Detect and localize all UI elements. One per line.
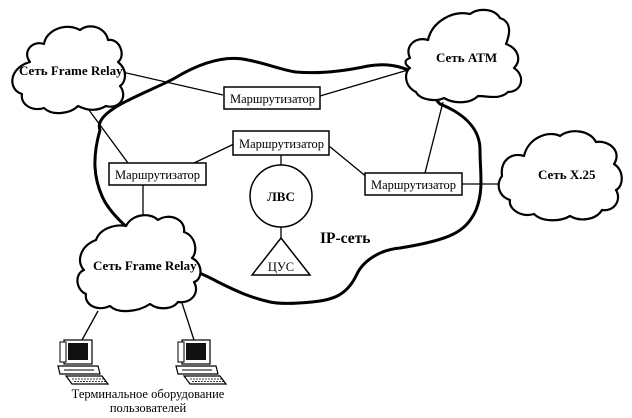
router-top-label: Маршрутизатор (230, 92, 315, 106)
terminal-1 (57, 339, 110, 385)
link-router-top-to-atm (319, 69, 409, 97)
cloud-frame-relay-top: Сеть Frame Relay (11, 25, 127, 115)
lan-node: ЛВС (249, 164, 313, 228)
cloud-frame-relay-bottom: Сеть Frame Relay (76, 214, 202, 313)
terminal-2 (175, 339, 228, 385)
terminals-caption-line2: пользователей (110, 401, 187, 415)
links (81, 69, 502, 341)
link-router-center-to-router-right (328, 145, 369, 179)
computer-icon (175, 339, 228, 385)
router-right-label: Маршрутизатор (371, 178, 456, 192)
router-center-label: Маршрутизатор (239, 137, 324, 151)
cloud-atm-label: Сеть ATM (436, 50, 497, 65)
link-fr-bottom-to-terminal-2 (181, 302, 195, 341)
link-router-left-to-router-center (193, 143, 235, 164)
cloud-frame-relay-bottom-label: Сеть Frame Relay (93, 258, 197, 273)
router-top: Маршрутизатор (223, 86, 321, 110)
cloud-atm: Сеть ATM (404, 8, 523, 104)
lan-label: ЛВС (267, 189, 295, 204)
router-right: Маршрутизатор (364, 172, 463, 196)
cloud-x25: Сеть X.25 (497, 130, 623, 222)
link-fr-top-to-router-left (85, 105, 129, 164)
cloud-frame-relay-top-label: Сеть Frame Relay (19, 63, 123, 78)
cloud-x25-label: Сеть X.25 (538, 167, 596, 182)
link-fr-bottom-to-terminal-1 (81, 310, 99, 341)
link-atm-to-router-right (424, 101, 444, 174)
router-left-label: Маршрутизатор (115, 168, 200, 182)
terminals-caption-line1: Терминальное оборудование (72, 387, 225, 401)
control-center-label: ЦУС (268, 260, 294, 274)
router-left: Маршрутизатор (108, 162, 207, 186)
control-center-node: ЦУС (250, 236, 312, 276)
ip-network-label: IP-сеть (320, 230, 370, 247)
link-fr-top-to-router-top (121, 71, 224, 96)
router-center: Маршрутизатор (232, 130, 330, 156)
computer-icon (57, 339, 110, 385)
